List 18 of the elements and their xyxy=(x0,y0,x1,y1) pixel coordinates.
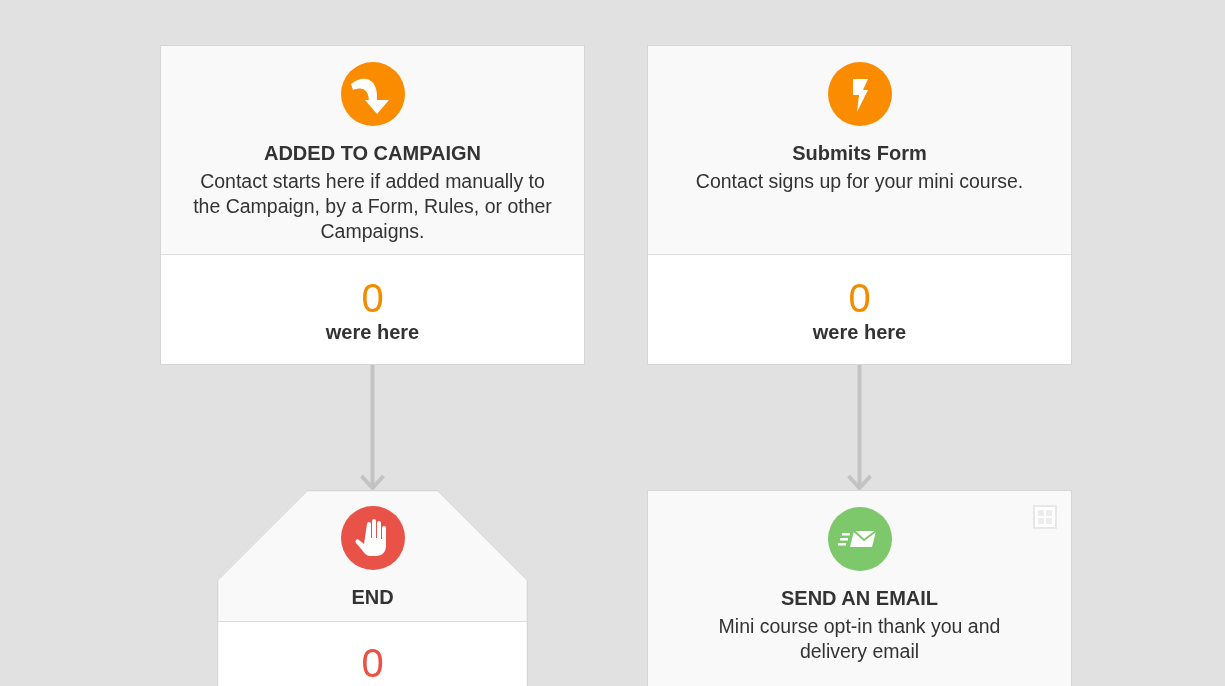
card-title: SEND AN EMAIL xyxy=(780,586,938,611)
step-card xyxy=(647,490,1072,686)
arrow xyxy=(359,365,386,490)
step-card xyxy=(160,45,585,365)
card-title: ADDED TO CAMPAIGN xyxy=(263,141,481,166)
count-label: were here xyxy=(325,321,420,344)
card-title: Submits Form xyxy=(792,141,927,166)
arrow xyxy=(846,365,873,490)
contact-count: 0 xyxy=(361,642,384,684)
step-card xyxy=(647,45,1072,365)
count-label: were here xyxy=(812,321,907,344)
contact-count: 0 xyxy=(361,277,384,319)
card-title: END xyxy=(351,585,394,610)
card-description: Contact starts here if added manually to the Campaign, by a Form, Rules, or other Campaigns. xyxy=(192,169,553,244)
step-card xyxy=(217,490,528,686)
card-description: Mini course opt-in thank you and delivery email xyxy=(717,614,1002,664)
contact-count: 0 xyxy=(848,277,871,319)
card-description: Contact signs up for your mini course. xyxy=(695,169,1024,194)
